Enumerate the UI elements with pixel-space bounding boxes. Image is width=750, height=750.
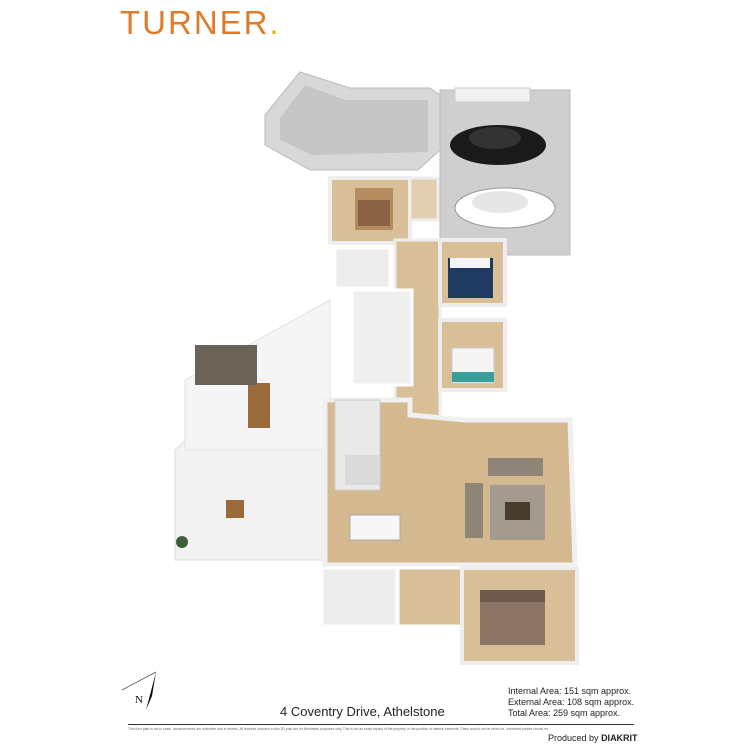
external-area: External Area: 108 sqm approx. [508, 697, 635, 707]
bed-2-pillows [450, 258, 490, 268]
outdoor-dining-table [248, 383, 270, 428]
black-car-roof [469, 127, 521, 149]
sofa-side [465, 483, 483, 538]
plant-pot [176, 536, 188, 548]
outdoor-kitchen [195, 345, 257, 385]
internal-area: Internal Area: 151 sqm approx. [508, 686, 632, 696]
dining-table [349, 514, 401, 541]
brand-logo: TURNER. [120, 4, 281, 42]
laundry [333, 246, 392, 290]
ensuite [320, 566, 399, 628]
credit-company: DIAKRIT [601, 733, 638, 743]
property-address: 4 Coventry Drive, Athelstone [280, 704, 445, 719]
brand-name: TURNER [120, 4, 270, 41]
kitchen-island [345, 455, 380, 485]
floor-plan [174, 71, 579, 665]
north-arrow-icon [121, 671, 157, 710]
outdoor-coffee-table [226, 500, 244, 518]
walk-in-robe-top [408, 176, 440, 222]
producer-credit: Produced by DIAKRIT [548, 733, 638, 743]
credit-prefix: Produced by [548, 733, 599, 743]
disclaimer-text: This floor plan is not to scale, measure… [128, 727, 548, 731]
footer-divider [128, 724, 634, 725]
bed-top-linen [358, 200, 390, 226]
coffee-table [505, 502, 530, 520]
total-area: Total Area: 259 sqm approx. [508, 708, 621, 718]
white-car-roof [472, 191, 528, 213]
bed-3-throw [452, 372, 494, 382]
shed-inner [280, 85, 428, 155]
master-bed-head [480, 590, 545, 602]
walk-in-robe [396, 566, 465, 628]
north-label: N [135, 694, 143, 706]
area-summary: Internal Area: 151 sqm approx. External … [508, 686, 634, 719]
garage [439, 89, 571, 256]
bathroom [350, 288, 414, 387]
sofa [488, 458, 543, 476]
garage-door [454, 87, 531, 103]
brand-dot: . [269, 4, 281, 41]
